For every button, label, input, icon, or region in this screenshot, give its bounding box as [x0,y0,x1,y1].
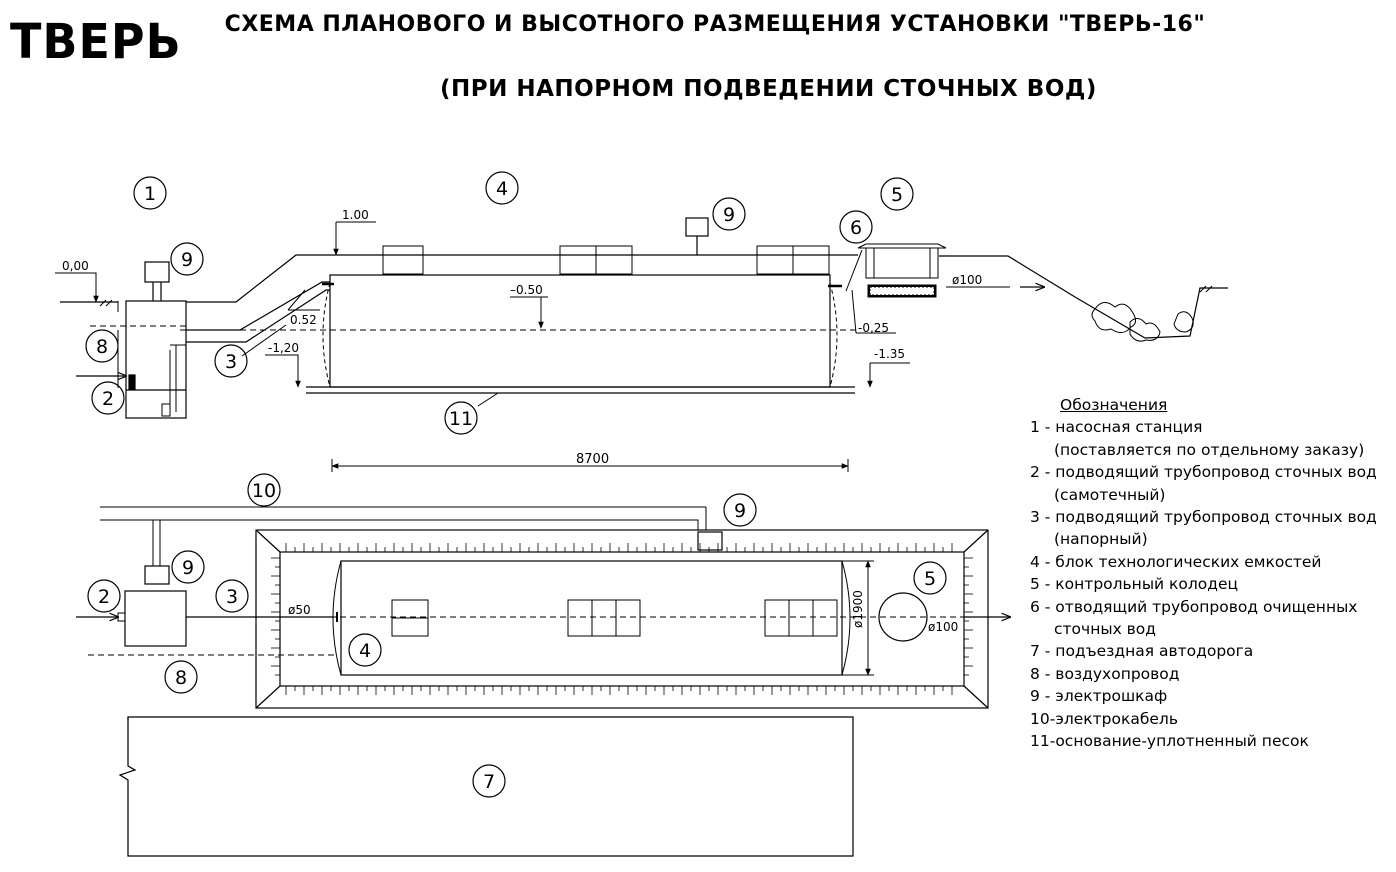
legend-item: (самотечный) [1054,485,1166,504]
length-dimension-label: 8700 [576,452,609,467]
callout-4-plan: 4 [359,640,371,662]
cable-line [100,506,707,530]
elev-ground-zero: 0,00 [62,259,89,273]
callout-8-section: 8 [96,336,108,358]
pit-hatching [271,543,973,695]
callout-9-plan-left: 9 [182,557,194,579]
legend-item: 3 - подводящий трубопровод сточных вод [1030,508,1377,527]
pump-station-plan [124,590,187,647]
callout-6: 6 [850,217,862,239]
legend-item: 10-электрокабель [1030,709,1178,728]
legend-item: сточных вод [1054,620,1156,639]
legend-item: 7 - подъездная автодорога [1030,642,1254,661]
elevation-leaders [55,221,1010,387]
callout-1: 1 [144,183,156,205]
callout-9-left: 9 [181,249,193,271]
legend-item: 2 - подводящий трубопровод сточных вод [1030,463,1377,482]
section-view [55,217,1228,472]
pit-inner [279,551,965,687]
section-callouts: 1 9 8 2 3 4 9 6 5 11 [85,171,914,435]
control-well-plan [878,592,928,642]
callout-8-plan: 8 [175,667,187,689]
tank-risers [382,245,830,275]
elev-outlet-level: -0,25 [858,321,889,335]
callout-3-section: 3 [225,351,237,373]
legend-item: (поставляется по отдельному заказу) [1054,440,1365,459]
elevation-labels: 0,00 1.00 0.52 -1,20 –0.50 -0,25 -1.35 ø… [62,208,982,467]
cabinet-mid-section [685,217,709,237]
callout-7: 7 [483,771,495,793]
road [118,716,854,857]
elev-water-level: –0.50 [510,283,543,297]
callout-4-section: 4 [496,178,508,200]
control-well-section [857,243,947,298]
embankment-bumps [1091,302,1194,342]
plan-view [76,506,1010,857]
legend-item: 11-основание-уплотненный песок [1030,732,1309,751]
legend-item: (напорный) [1054,530,1148,549]
logo-text: ТВЕРЬ [10,12,182,70]
callout-5-plan: 5 [924,568,936,590]
legend-item: 5 - контрольный колодец [1030,575,1239,594]
callout-2-plan: 2 [98,586,110,608]
callout-5-section: 5 [891,184,903,206]
legend-item: 4 - блок технологических емкостей [1030,552,1322,571]
callout-2-section: 2 [102,388,114,410]
inlet-diameter-plan: ø50 [288,603,311,617]
legend-item: 8 - воздухопровод [1030,664,1180,683]
ground-hatch [99,285,1213,307]
plan-labels: ø50 ø1900 ø100 [288,590,958,634]
callout-9-mid: 9 [723,204,735,226]
cabinet-right-plan [697,531,723,551]
tank-diameter-plan: ø1900 [851,590,865,628]
title-line-1: СХЕМА ПЛАНОВОГО И ВЫСОТНОГО РАЗМЕЩЕНИЯ У… [224,12,1206,37]
pit-outer [255,529,989,709]
elev-tank-bottom: -1.35 [874,347,905,361]
cabinet-left-plan [144,565,170,585]
elev-pipe-in: 0.52 [290,313,317,327]
plan-callouts: 10 9 9 2 3 4 5 8 7 [87,473,947,798]
legend-title: Обозначения [1060,396,1168,414]
legend-item: 6 - отводящий трубопровод очищенных [1030,597,1358,616]
callout-11: 11 [449,408,473,430]
pressure-pipe-section [186,281,330,343]
ground-line [60,254,1228,339]
pump-station [125,300,187,419]
elev-pump-bottom: -1,20 [268,341,299,355]
callout-10: 10 [252,480,276,502]
legend-item: 9 - электрошкаф [1030,687,1168,706]
tank-block-plan [340,560,843,676]
outlet-diameter-plan: ø100 [928,620,958,634]
callout-9-plan-right: 9 [734,500,746,522]
callout-3-plan: 3 [226,586,238,608]
title-line-2: (ПРИ НАПОРНОМ ПОДВЕДЕНИИ СТОЧНЫХ ВОД) [440,76,1097,102]
elev-ground-top: 1.00 [342,208,369,222]
legend-item: 1 - насосная станция [1030,418,1203,437]
cabinet-left-section [144,261,170,283]
outlet-diameter-section: ø100 [952,273,982,287]
legend: Обозначения 1 - насосная станция (постав… [1030,394,1396,753]
